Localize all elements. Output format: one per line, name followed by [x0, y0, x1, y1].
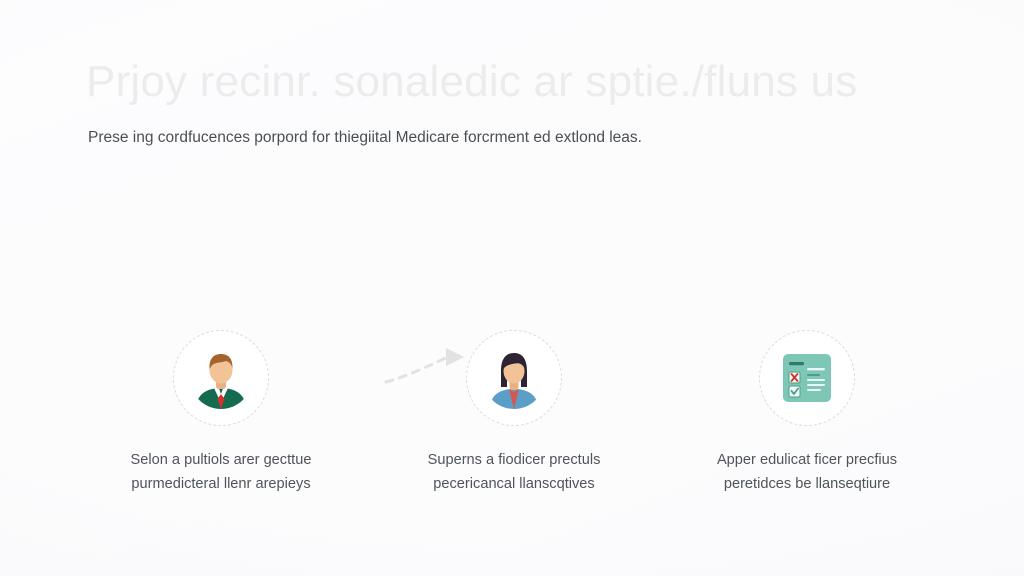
step-item-1: Selon a pultiols arer gecttue purmedicte…	[96, 330, 464, 496]
process-steps: Selon a pultiols arer gecttue purmedicte…	[96, 330, 932, 496]
step-2-caption-line-1: Superns a fiodicer prectuls	[427, 452, 601, 468]
step-2-caption: Superns a fiodicer prectuls pecericancal…	[394, 449, 634, 496]
step-1-icon-badge	[173, 330, 269, 426]
step-1-caption-line-1: Selon a pultiols arer gecttue	[130, 452, 312, 468]
female-person-avatar-icon	[483, 347, 545, 409]
step-item-3: Apper edulicat ficer precfius peretidces…	[682, 330, 932, 496]
page-title: Prjoy recinr. sonaledic ar sptie./fluns …	[86, 57, 858, 106]
male-person-avatar-icon	[190, 347, 252, 409]
step-2-caption-line-2: pecericancal llanscqtives	[433, 475, 595, 492]
step-item-2: Superns a fiodicer prectuls pecericancal…	[389, 330, 639, 496]
step-3-icon-badge	[759, 330, 855, 426]
document-checklist-icon	[781, 352, 833, 404]
step-3-caption-line-1: Apper edulicat ficer precfius	[716, 452, 898, 468]
step-1-caption: Selon a pultiols arer gecttue purmedicte…	[101, 449, 341, 496]
step-2-icon-badge	[466, 330, 562, 426]
step-1-caption-line-2: purmedicteral llenr arepieys	[131, 475, 311, 492]
step-3-caption-line-2: peretidces be llanseqtiure	[723, 475, 891, 492]
step-3-caption: Apper edulicat ficer precfius peretidces…	[687, 449, 927, 496]
page-subtitle: Prese ing cordfucences porpord for thieg…	[88, 129, 642, 146]
